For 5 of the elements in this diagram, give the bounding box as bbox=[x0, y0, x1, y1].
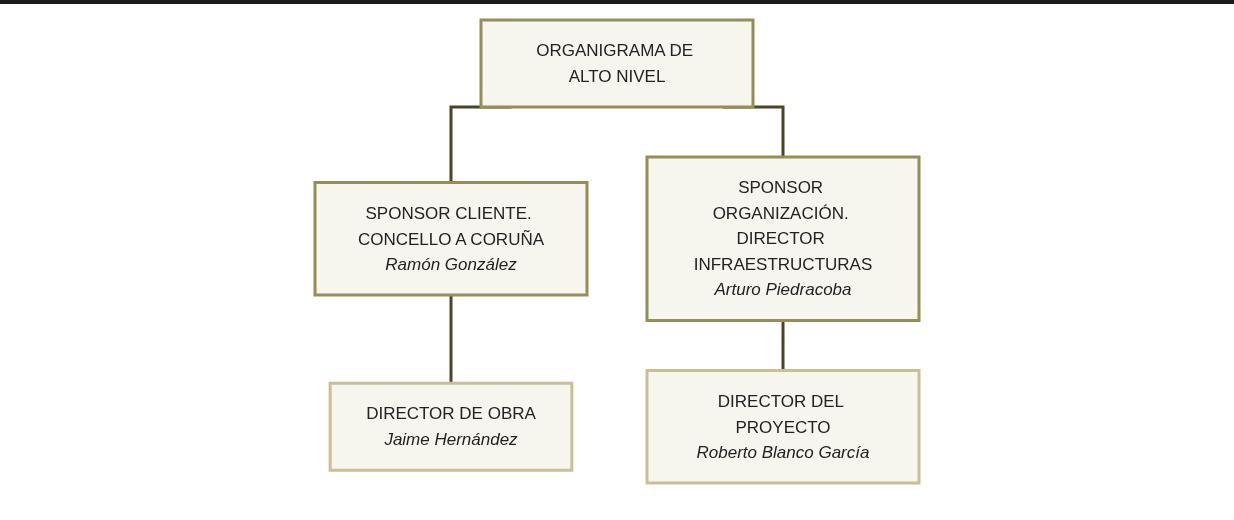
node-box: DIRECTOR DEL PROYECTO Roberto Blanco García bbox=[645, 369, 921, 485]
node-box: DIRECTOR DE OBRA Jaime Hernández bbox=[328, 381, 574, 472]
node-box: SPONSOR ORGANIZACIÓN. DIRECTOR INFRAESTRUCTURAS Arturo Piedracoba bbox=[645, 155, 921, 322]
node-box: SPONSOR CLIENTE. CONCELLO A CORUÑA Ramón González bbox=[313, 181, 589, 297]
node-box: ORGANIGRAMA DE ALTO NIVEL bbox=[479, 18, 755, 109]
